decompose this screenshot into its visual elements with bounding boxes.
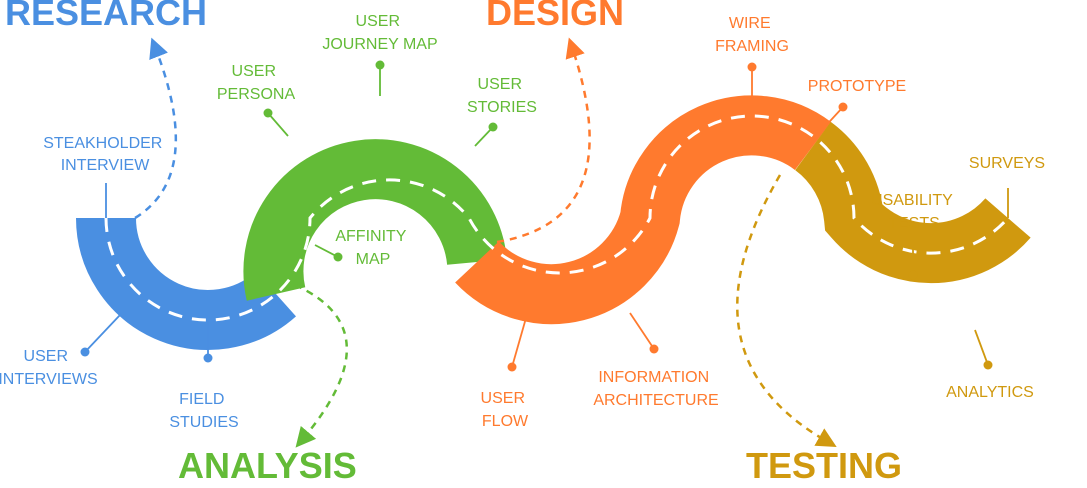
label-user-stories: USER STORIES: [467, 76, 537, 116]
testing-arrow: [736, 174, 837, 447]
prototype-dot: [838, 102, 848, 112]
road-segment-analysis: [243, 139, 507, 301]
usability-tests-dot: [908, 270, 918, 280]
label-information-architecture: INFORMATION ARCHITECTURE: [593, 369, 718, 409]
user-interviews-dot: [80, 347, 90, 357]
user-flow-dot: [507, 362, 517, 372]
label-prototype: PROTOTYPE: [808, 78, 906, 95]
phase-title-testing: TESTING: [746, 445, 902, 486]
label-stakeholder-interview: STEAKHOLDER INTERVIEW: [43, 135, 167, 174]
analytics-dot: [983, 360, 993, 370]
label-user-journey-map: USER JOURNEY MAP: [322, 13, 437, 53]
label-usability-tests: USABILITY TESTS: [871, 192, 957, 232]
affinity-map-dot: [333, 252, 343, 262]
phase-title-design: DESIGN: [486, 0, 624, 33]
label-wire-framing: WIRE FRAMING: [715, 15, 789, 55]
user-persona-dot: [263, 108, 273, 118]
information-architecture-dot: [649, 344, 659, 354]
road-center-dashes: [104, 114, 1010, 322]
user-stories-dot: [488, 122, 498, 132]
analysis-arrow: [294, 283, 349, 448]
phase-title-research: RESEARCH: [5, 0, 207, 33]
user-journey-map-dot: [375, 60, 385, 70]
label-user-flow: USER FLOW: [481, 390, 530, 430]
design-arrow: [496, 37, 591, 244]
label-affinity-map: AFFINITY MAP: [335, 228, 410, 268]
field-studies-dot: [203, 353, 213, 363]
phase-title-analysis: ANALYSIS: [178, 445, 357, 486]
road: [76, 95, 1031, 350]
wire-framing-dot: [747, 62, 757, 72]
label-surveys: SURVEYS: [969, 155, 1045, 172]
research-arrow: [134, 37, 178, 220]
label-analytics: ANALYTICS: [946, 384, 1034, 401]
label-user-interviews: USER INTERVIEWS: [0, 348, 98, 388]
label-user-persona: USER PERSONA: [217, 63, 296, 103]
label-field-studies: FIELD STUDIES: [169, 391, 238, 431]
